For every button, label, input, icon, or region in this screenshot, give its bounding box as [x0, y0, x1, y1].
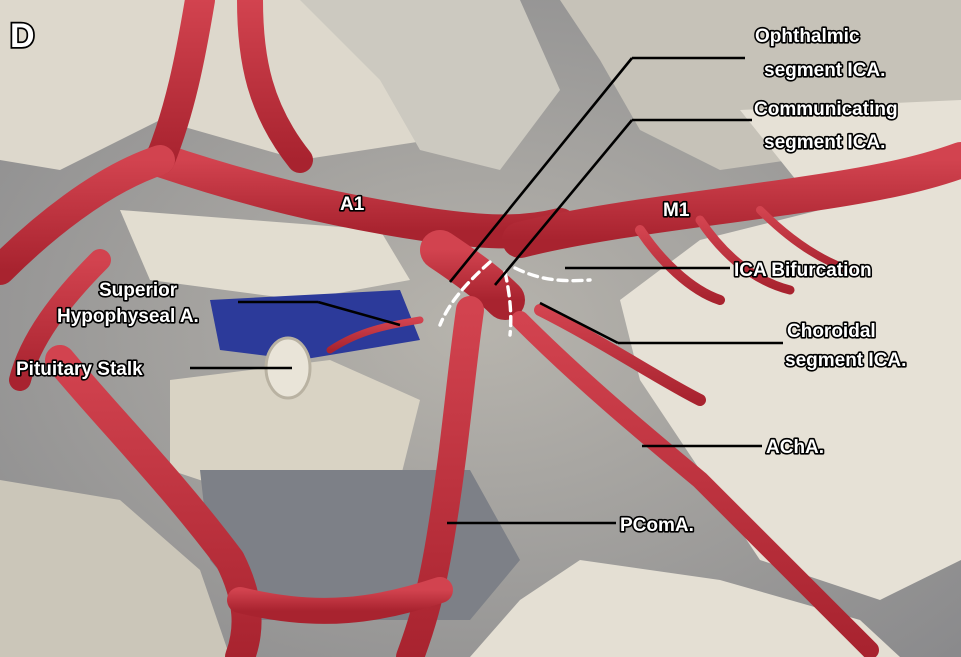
ica-bifurcation-vessel — [420, 230, 525, 320]
superior-hypophyseal-label-line2: Hypophyseal A. — [57, 306, 199, 327]
p1-vessel — [227, 577, 453, 624]
choroidal-leader — [539, 301, 619, 345]
superior-hypophyseal-vessel — [326, 316, 424, 354]
dashed-boundary-1 — [438, 260, 492, 327]
superior-hypophyseal-label-line1: Superior — [99, 280, 178, 301]
ophthalmic-label-line2: segment ICA. — [764, 60, 885, 81]
dashed-boundary-3 — [513, 266, 592, 283]
choroidal-branch — [534, 304, 706, 406]
lenticulostriate-1 — [635, 225, 725, 305]
blue-backdrop — [210, 290, 420, 360]
lower-left-tissue — [0, 480, 230, 657]
lenticulostriate-3 — [756, 206, 854, 274]
optic-nerve-tissue — [120, 210, 410, 300]
lenticulostriate-2 — [695, 215, 795, 295]
pcoma-label: PComA. — [620, 515, 694, 536]
ophthalmic-label-line1: Ophthalmic — [755, 26, 860, 47]
a1-label: A1 — [340, 194, 365, 215]
gyrus-tissue — [300, 0, 560, 170]
looping-vessel — [9, 249, 111, 391]
dashed-boundary-2 — [503, 270, 513, 337]
m1-segment — [502, 142, 961, 258]
choroidal-label-line1: Choroidal — [787, 321, 876, 342]
lower-right-tissue — [470, 560, 900, 657]
m1-label: M1 — [663, 200, 690, 221]
posterior-vessel-left — [45, 345, 262, 657]
left-vessel — [0, 145, 175, 285]
choroidal-label-line2: segment ICA. — [785, 350, 906, 371]
recurrent-artery-left — [145, 0, 215, 175]
ophthalmic-leader — [448, 57, 634, 283]
communicating-leader — [493, 119, 634, 286]
pcoma-vessel — [396, 296, 484, 657]
acha-label: AChA. — [766, 437, 824, 458]
panel-letter: D — [10, 17, 35, 55]
pituitary-stalk-label: Pituitary Stalk — [16, 359, 143, 380]
acha-vessel — [511, 311, 879, 657]
communicating-label-line1: Communicating — [754, 99, 898, 120]
dorsum-sellae-tissue — [170, 360, 420, 500]
superior-hypophyseal-leader — [317, 300, 401, 327]
recurrent-artery-right — [237, 0, 313, 173]
ica-bifurcation-label: ICA Bifurcation — [734, 260, 872, 281]
communicating-label-line2: segment ICA. — [764, 132, 885, 153]
